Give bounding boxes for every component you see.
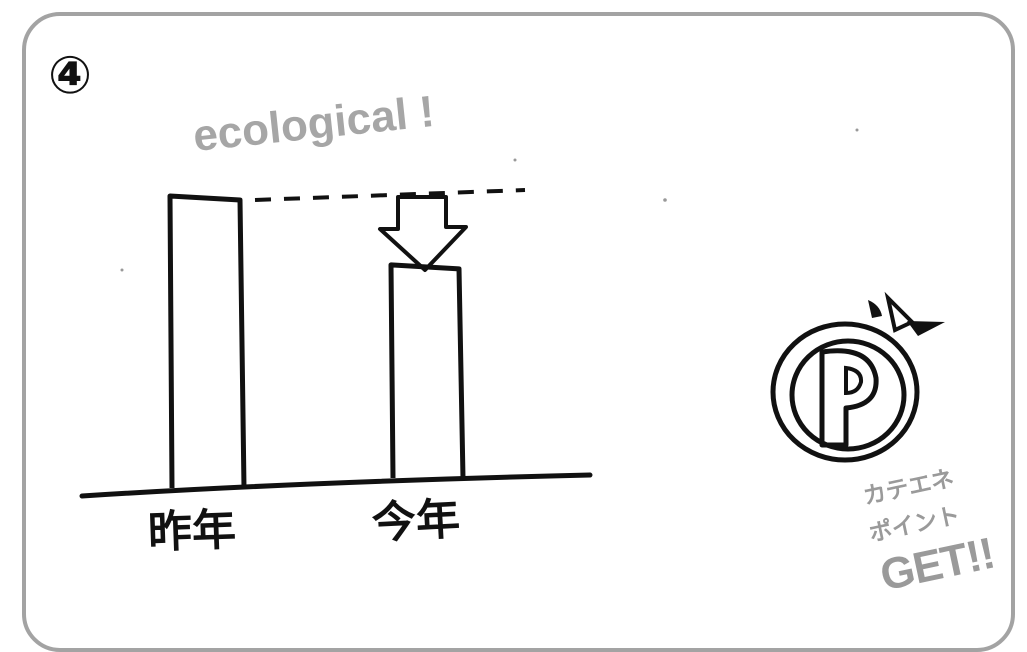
reference-dashed-line — [254, 188, 526, 202]
chart-baseline — [79, 472, 593, 499]
bar-1 — [388, 262, 466, 479]
tick-label-last-year: 昨年 — [147, 504, 237, 559]
step-number: ④ — [48, 46, 93, 106]
tick-label-this-year: 今年 — [370, 493, 462, 550]
p-coin-icon — [770, 291, 945, 463]
bar-0 — [167, 193, 247, 489]
down-arrow-icon — [378, 195, 468, 272]
card-frame — [22, 12, 1015, 652]
bar-chart — [79, 128, 945, 499]
